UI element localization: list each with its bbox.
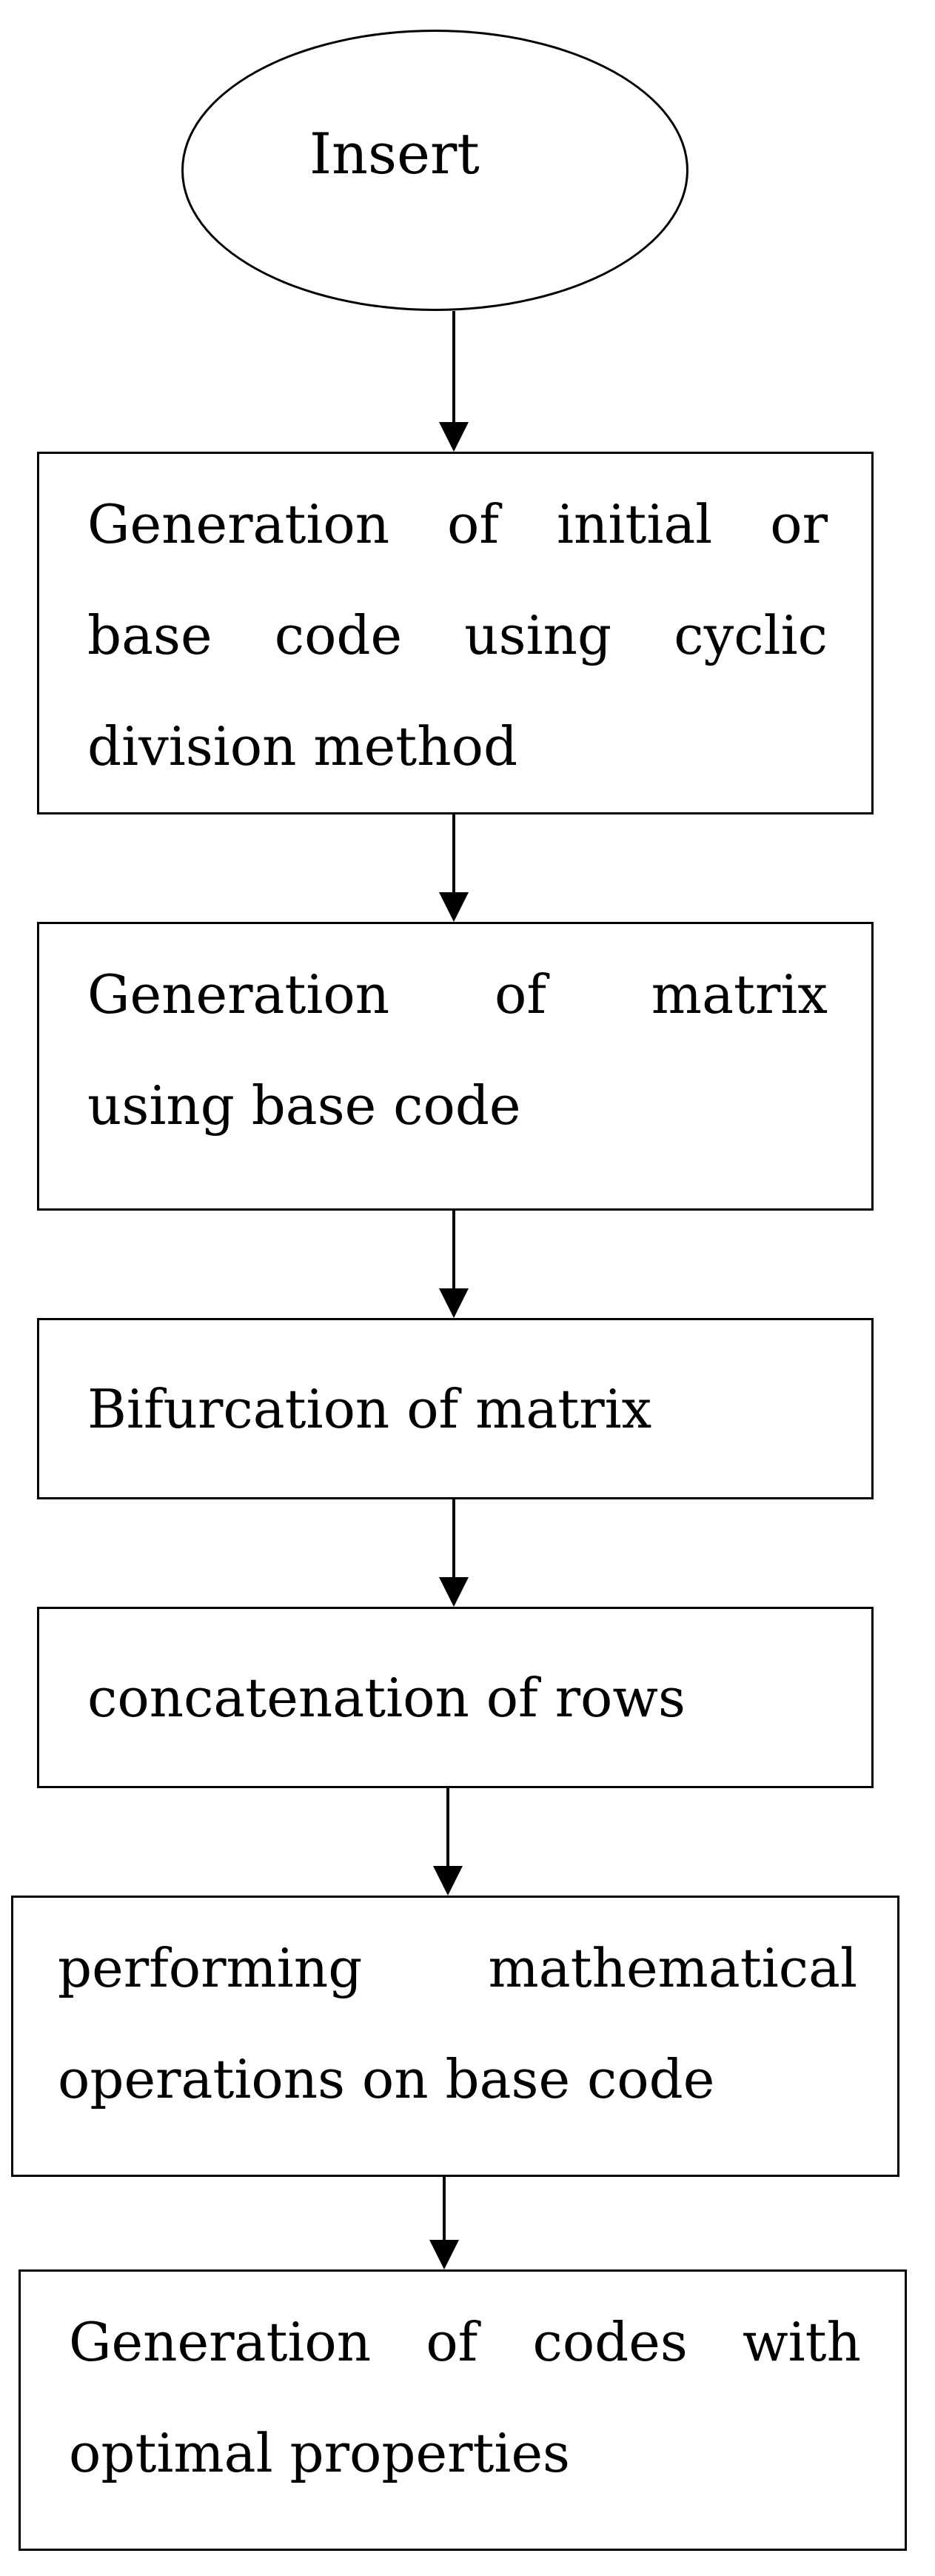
step-line: Bifurcation of matrix [87,1378,652,1440]
step-line: optimal properties [69,2422,571,2484]
step-mathematical-operations: performing mathematical operations on ba… [11,1896,899,2177]
step-row-concatenation: concatenation of rows [37,1607,874,1788]
step-line: Generation of initial or [87,493,828,555]
step-line: division method [87,715,518,777]
step-line: concatenation of rows [87,1667,686,1729]
step-matrix-bifurcation: Bifurcation of matrix [37,1318,874,1499]
step-optimal-codes-generation: Generation of codes with optimal propert… [19,2269,907,2551]
step-mathematical-operations-text: performing mathematical operations on ba… [58,1913,857,2135]
step-line: performing mathematical [58,1937,857,1999]
step-optimal-codes-generation-text: Generation of codes with optimal propert… [69,2286,861,2509]
step-row-concatenation-text: concatenation of rows [87,1642,828,1753]
step-line: using base code [87,1074,521,1137]
step-line: Generation of codes with [69,2311,861,2373]
step-matrix-bifurcation-text: Bifurcation of matrix [87,1354,828,1465]
step-base-code-generation-text: Generation of initial or base code using… [87,469,828,802]
step-line: operations on base code [58,2048,715,2110]
step-matrix-generation-text: Generation of matrix using base code [87,939,828,1161]
step-matrix-generation: Generation of matrix using base code [37,922,874,1211]
step-line: Generation of matrix [87,963,828,1026]
step-line: base code using cyclic [87,604,828,666]
start-ellipse: Insert [181,30,688,311]
start-label: Insert [309,121,480,187]
step-base-code-generation: Generation of initial or base code using… [37,452,874,814]
